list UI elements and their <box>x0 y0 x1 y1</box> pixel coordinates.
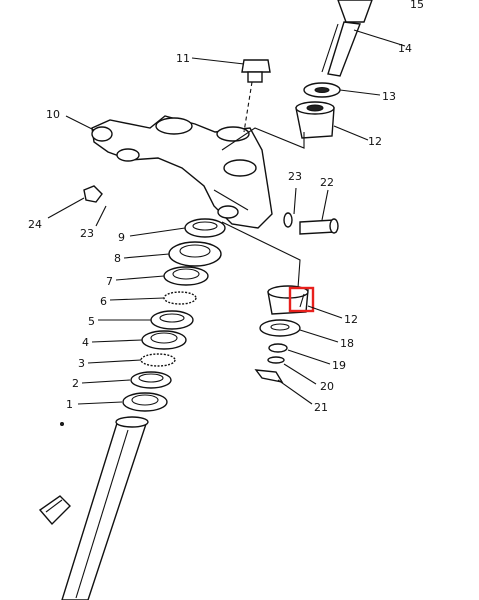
label-19: 19 <box>332 359 346 372</box>
bearing-stack <box>122 218 226 412</box>
washer-18 <box>259 319 301 337</box>
label-11: 11 <box>176 52 190 65</box>
label-4: 4 <box>82 336 89 349</box>
label-12-lower: 12 <box>344 313 358 326</box>
collar-lower <box>221 221 309 315</box>
washer-23 <box>283 212 293 228</box>
label-22: 22 <box>320 176 334 189</box>
highlight-box <box>288 286 315 313</box>
label-23-right: 23 <box>288 170 302 183</box>
pinch-bolt <box>241 59 271 133</box>
label-10: 10 <box>46 108 60 121</box>
label-7: 7 <box>106 275 113 288</box>
reference-dot <box>60 422 64 426</box>
label-24: 24 <box>28 218 42 231</box>
leader-lines <box>47 29 406 405</box>
steering-stem <box>38 416 149 600</box>
collar-upper <box>295 101 335 139</box>
label-23-left: 23 <box>80 227 94 240</box>
part-labels: 1 2 3 4 5 6 7 8 9 10 11 12 13 14 15 22 2… <box>28 0 424 414</box>
upper-shaft <box>321 0 373 77</box>
label-3: 3 <box>78 357 85 370</box>
label-9: 9 <box>118 231 125 244</box>
label-1: 1 <box>66 398 73 411</box>
label-18: 18 <box>340 337 354 350</box>
cotter-pin-21 <box>254 369 284 383</box>
bolt-22 <box>299 218 339 235</box>
label-2: 2 <box>72 377 79 390</box>
label-15: 15 <box>410 0 424 11</box>
nut-19 <box>268 343 288 353</box>
label-6: 6 <box>100 295 107 308</box>
label-12-upper: 12 <box>368 135 382 148</box>
lower-bracket <box>91 115 273 229</box>
label-14: 14 <box>398 42 412 55</box>
label-20: 20 <box>320 380 334 393</box>
label-8: 8 <box>114 252 121 265</box>
washer-20 <box>267 356 285 364</box>
label-21: 21 <box>314 401 328 414</box>
label-5: 5 <box>88 315 95 328</box>
nut-24 <box>83 185 103 203</box>
label-13: 13 <box>382 90 396 103</box>
